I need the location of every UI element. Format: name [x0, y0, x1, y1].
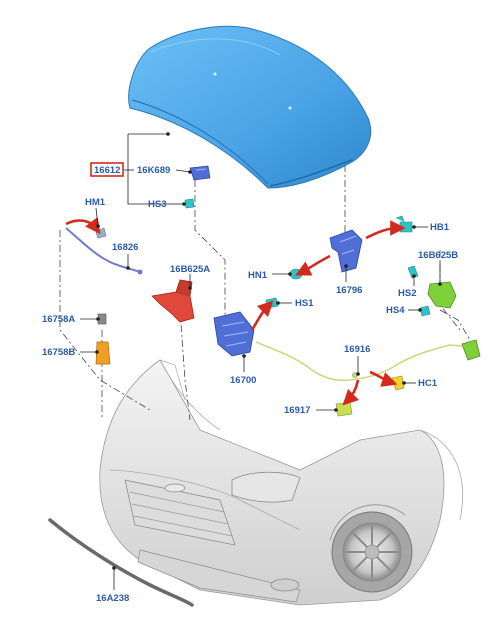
right-bracket-part [427, 281, 457, 309]
label-release-cable: 16916 [344, 344, 370, 355]
label-hm1: HM1 [85, 197, 106, 208]
hood-prop-rod [65, 227, 143, 275]
cable-guide-part [461, 339, 481, 361]
label-latch: 16700 [230, 375, 256, 386]
hm1-clip [95, 227, 107, 239]
label-hs2: HS2 [398, 288, 416, 299]
red-arrow-icon [365, 220, 406, 240]
red-arrow-icon [65, 217, 101, 235]
red-arrow-icon [342, 379, 360, 406]
red-arrow-icon [369, 370, 398, 387]
label-hb1: HB1 [430, 222, 450, 233]
latch-bracket-part [151, 279, 195, 323]
label-prop-rod: 16826 [112, 242, 138, 253]
hs2-clip [407, 265, 419, 279]
label-striker: 16796 [336, 285, 362, 296]
label-cable-clip: 16917 [284, 405, 310, 416]
label-seal: 16A238 [96, 593, 129, 604]
label-bumper-a: 16758A [42, 314, 75, 325]
label-hood: 16612 [94, 165, 120, 176]
label-latch-bracket: 16B625A [170, 264, 210, 275]
label-right-bracket: 16B625B [418, 250, 458, 261]
label-hs3: HS3 [148, 199, 166, 210]
bumper-icon [95, 313, 111, 365]
hood-panel [128, 25, 372, 189]
cable-clip-part [335, 401, 353, 417]
label-bumper-b: 16758B [42, 347, 75, 358]
hs4-clip [419, 305, 431, 317]
red-arrow-icon [295, 254, 331, 276]
label-hn1: HN1 [248, 270, 268, 281]
vehicle-front-end [99, 359, 463, 606]
hood-latch-part [213, 311, 255, 357]
hb1-clip [399, 221, 413, 233]
part-number-labels: 16612 16K689 HS3 HM1 16826 16B625A HN1 1… [42, 162, 458, 604]
callout-leaders [80, 132, 442, 590]
label-hc1: HC1 [418, 378, 438, 389]
hood-release-cable [255, 341, 463, 382]
label-hs1: HS1 [295, 298, 314, 309]
highlighted-part-box [90, 162, 124, 177]
label-hood-hinge-cover: 16K689 [137, 165, 170, 176]
hood-striker-part [329, 229, 363, 273]
hood-hinge-cover-part [189, 165, 211, 181]
hs3-clip [184, 198, 195, 209]
hood-seal-strip [48, 518, 194, 607]
red-arrow-icon [250, 300, 274, 331]
label-hs4: HS4 [386, 305, 405, 316]
